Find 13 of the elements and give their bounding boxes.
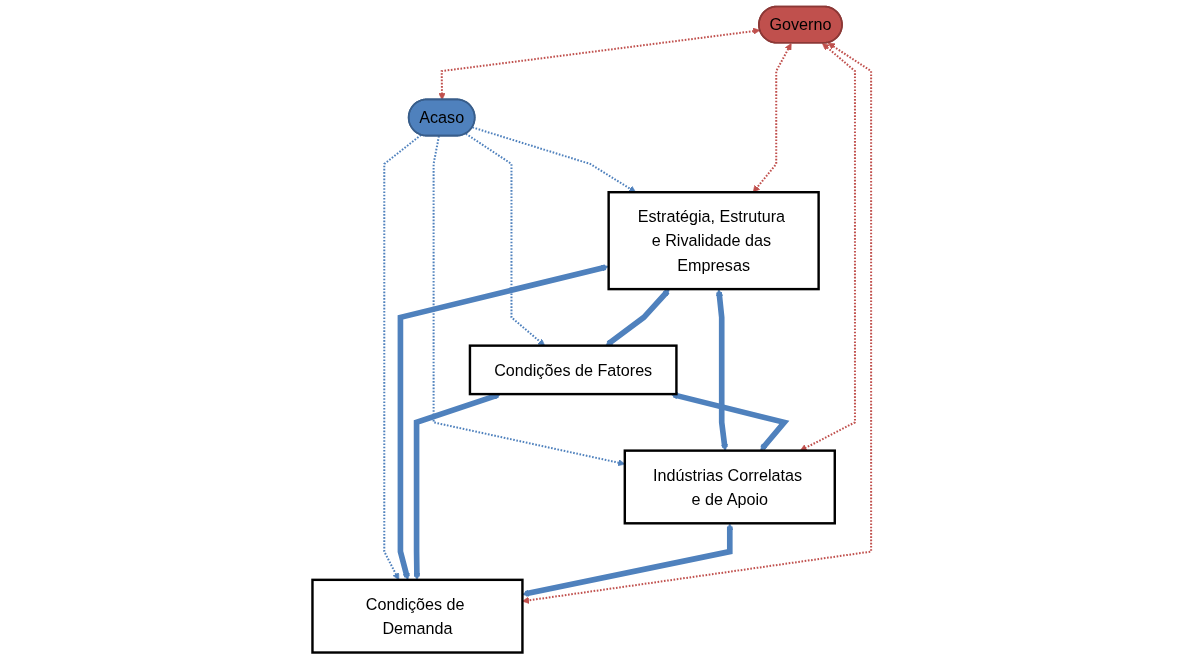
node-box: Condições de Fatores xyxy=(468,344,678,396)
arrow xyxy=(432,135,625,467)
arrow xyxy=(605,289,670,346)
arrow xyxy=(799,43,856,451)
arrow xyxy=(752,43,792,193)
arrow xyxy=(438,27,760,101)
arrow xyxy=(670,392,790,451)
node-box: Estratégia, Estrutura e Rivalidade das Empresas xyxy=(607,191,820,291)
arrow xyxy=(471,126,636,193)
arrow xyxy=(465,132,545,346)
arrow xyxy=(715,289,728,451)
node-box: Indústrias Correlatas e de Apoio xyxy=(623,449,836,525)
node-box: Condições de Demanda xyxy=(310,578,524,654)
